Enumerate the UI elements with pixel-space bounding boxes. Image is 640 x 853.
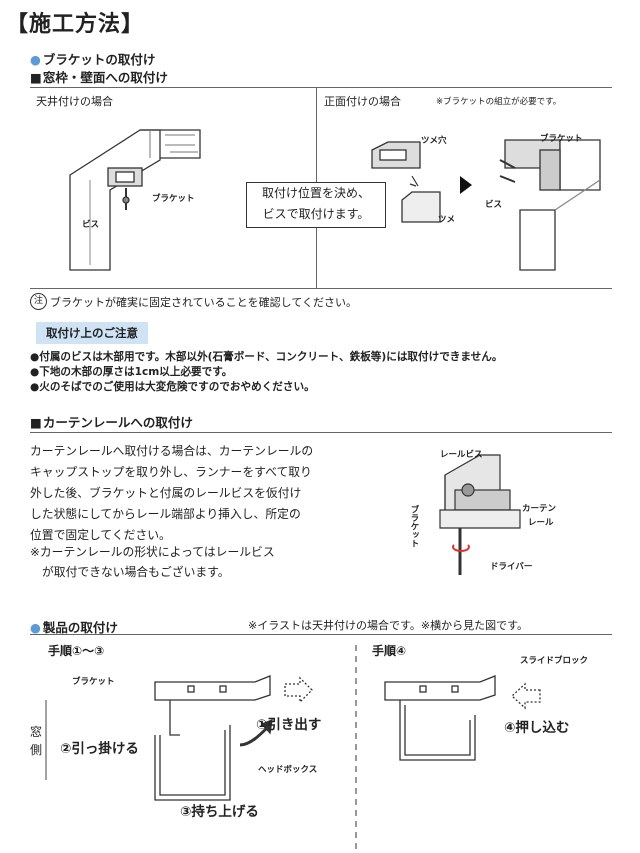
product-section-rule <box>30 634 612 635</box>
bracket-section-heading: ブラケットの取付け <box>30 49 156 68</box>
step1-title: 手順①～③ <box>48 644 105 658</box>
ceiling-mount-title: 天井付けの場合 <box>36 95 113 108</box>
instruction-line-2: ビスで取付けます。 <box>262 207 370 221</box>
rail-line-5: 位置で固定してください。 <box>30 528 171 542</box>
step4-illustration <box>384 675 541 761</box>
caution-item-3: ●火のそばでのご使用は大変危険ですのでおやめください。 <box>30 381 315 393</box>
rail-note-1: ※カーテンレールの形状によってはレールビス <box>30 545 275 559</box>
window-side-label-2: 側 <box>30 743 43 757</box>
bracket-label-left: ブラケット <box>152 194 195 204</box>
tsume-hole-label: ツメ穴 <box>421 136 447 146</box>
front-mount-title: 正面付けの場合 <box>324 95 401 108</box>
curtain-rail-illustration <box>439 454 521 575</box>
rail-curtain-label: カーテン <box>522 504 557 514</box>
step-lift: ③持ち上げる <box>180 804 259 820</box>
table-bottom-border <box>30 288 612 289</box>
table-top-border <box>30 87 612 88</box>
rail-line-3: 外した後、ブラケットと付属のレールビスを仮付け <box>30 486 302 500</box>
instruction-line-1: 取付け位置を決め、 <box>261 186 370 200</box>
bracket-label-right: ブラケット <box>540 134 583 144</box>
front-mount-illustration <box>371 139 601 271</box>
step-hook: ②引っ掛ける <box>60 741 139 757</box>
window-side-label-1: 窓 <box>30 725 43 739</box>
rail-line-1: カーテンレールへ取付ける場合は、カーテンレールの <box>30 444 314 458</box>
rail-line-4: した状態にしてからレール端部より挿入し、所定の <box>30 507 301 521</box>
ceiling-mount-illustration <box>69 129 201 271</box>
bracket-section-subheading: 窓枠・壁面への取付け <box>30 67 168 86</box>
rail-driver-label: ドライバー <box>490 562 533 572</box>
product-section-heading: 製品の取付け <box>30 617 118 636</box>
caution-item-2: ●下地の木部の厚さは1cm以上必要です。 <box>30 366 233 378</box>
note-mark-icon: 注 <box>30 293 47 310</box>
rail-rail-label: レール <box>528 518 554 528</box>
rail-instructions: カーテンレールへ取付ける場合は、カーテンレールの キャップストップを取り外し、ラ… <box>30 441 360 546</box>
rail-line-2: キャップストップを取り外し、ランナーをすべて取り <box>30 465 312 479</box>
page-title: 【施工方法】 <box>6 12 145 37</box>
instruction-box: 取付け位置を決め、 ビスで取付けます。 <box>246 182 386 228</box>
screw-label-left: ビス <box>82 220 100 230</box>
screw-label-right: ビス <box>485 200 503 210</box>
slide-block-label: スライドブロック <box>520 656 589 666</box>
headbox-label: ヘッドボックス <box>258 765 318 775</box>
tsume-label: ツメ <box>438 215 456 225</box>
step-pull-out: ①引き出す <box>256 717 322 733</box>
rail-bracket-label: ブラケット <box>409 505 419 548</box>
rail-note-2: が取付できない場合もございます。 <box>42 565 230 579</box>
product-section-note: ※イラストは天井付けの場合です。※横から見た図です。 <box>248 619 529 632</box>
step-bracket-label: ブラケット <box>72 677 115 687</box>
note-text: ブラケットが確実に固定されていることを確認してください。 <box>50 296 358 309</box>
rail-section-heading: カーテンレールへの取付け <box>30 412 193 431</box>
caution-title: 取付け上のご注意 <box>36 322 148 344</box>
caution-item-1: ●付属のビスは木部用です。木部以外(石膏ボード、コンクリート、鉄板等)には取付け… <box>30 351 503 363</box>
step1-illustration <box>154 675 313 801</box>
step4-title: 手順④ <box>372 644 407 658</box>
rail-screw-label: レールビス <box>440 450 483 460</box>
front-mount-note: ※ブラケットの組立が必要です。 <box>436 97 562 107</box>
rail-section-rule <box>30 432 612 433</box>
step-push-in: ④押し込む <box>504 720 570 736</box>
